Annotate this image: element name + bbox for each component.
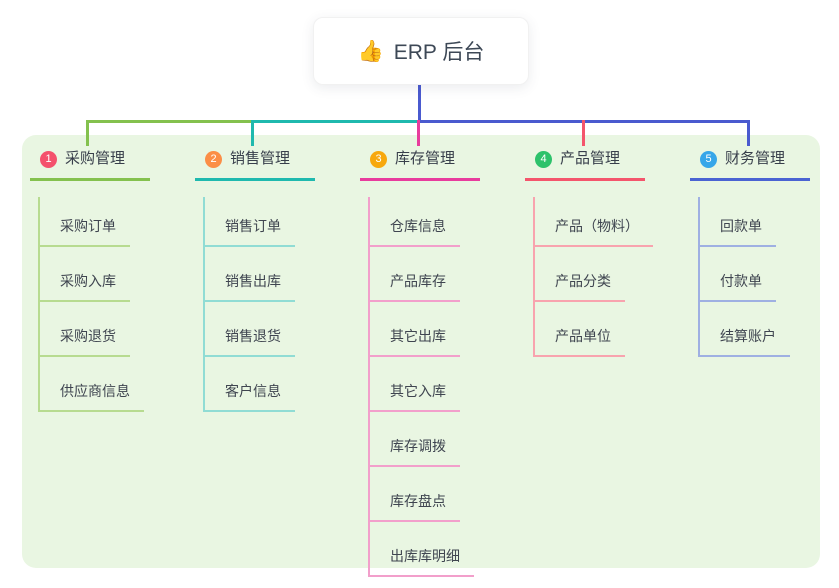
branch-purchase-children: 采购订单 采购入库 采购退货 供应商信息 <box>38 197 144 412</box>
topic-other-inbound[interactable]: 其它入库 <box>370 357 460 412</box>
branch-inventory-header[interactable]: 3 库存管理 <box>360 148 480 181</box>
topic-outbound-detail[interactable]: 出库库明细 <box>370 522 474 577</box>
branches-background-panel <box>22 135 820 568</box>
root-stem-line <box>418 83 421 120</box>
topic-sales-order[interactable]: 销售订单 <box>205 197 295 247</box>
branch-product-children: 产品（物料） 产品分类 产品单位 <box>533 197 653 357</box>
topic-sales-outbound[interactable]: 销售出库 <box>205 247 295 302</box>
topic-purchase-inbound[interactable]: 采购入库 <box>40 247 130 302</box>
topic-receipt-bill[interactable]: 回款单 <box>700 197 776 247</box>
topic-product-category[interactable]: 产品分类 <box>535 247 625 302</box>
branch-sales-label: 销售管理 <box>230 150 291 167</box>
badge-3-icon: 3 <box>370 150 387 168</box>
drop-line-sales <box>251 120 254 146</box>
topic-stock-taking[interactable]: 库存盘点 <box>370 467 460 522</box>
badge-5-icon: 5 <box>700 150 717 168</box>
topic-warehouse-info[interactable]: 仓库信息 <box>370 197 460 247</box>
branch-sales-header[interactable]: 2 销售管理 <box>195 148 315 181</box>
topic-purchase-return[interactable]: 采购退货 <box>40 302 130 357</box>
topic-settlement-account[interactable]: 结算账户 <box>700 302 790 357</box>
drop-line-product <box>582 120 585 146</box>
branch-finance: 5 财务管理 回款单 付款单 结算账户 <box>690 148 810 373</box>
branch-product-header[interactable]: 4 产品管理 <box>525 148 645 181</box>
topic-stock-transfer[interactable]: 库存调拨 <box>370 412 460 467</box>
branch-inventory-label: 库存管理 <box>395 150 456 167</box>
branch-finance-label: 财务管理 <box>725 150 786 167</box>
branch-product: 4 产品管理 产品（物料） 产品分类 产品单位 <box>525 148 653 373</box>
badge-1-icon: 1 <box>40 150 57 168</box>
branch-sales: 2 销售管理 销售订单 销售出库 销售退货 客户信息 <box>195 148 315 428</box>
badge-4-icon: 4 <box>535 150 552 168</box>
branch-product-label: 产品管理 <box>560 150 621 167</box>
bus-line-green <box>87 120 253 123</box>
branch-purchase-label: 采购管理 <box>65 150 126 167</box>
bus-line-teal <box>253 120 418 123</box>
branch-finance-children: 回款单 付款单 结算账户 <box>698 197 790 357</box>
topic-customer-info[interactable]: 客户信息 <box>205 357 295 412</box>
topic-other-outbound[interactable]: 其它出库 <box>370 302 460 357</box>
topic-supplier-info[interactable]: 供应商信息 <box>40 357 144 412</box>
topic-purchase-order[interactable]: 采购订单 <box>40 197 130 247</box>
branch-purchase-header[interactable]: 1 采购管理 <box>30 148 150 181</box>
branch-inventory-children: 仓库信息 产品库存 其它出库 其它入库 库存调拨 库存盘点 出库库明细 <box>368 197 474 577</box>
drop-line-purchase <box>86 120 89 146</box>
root-topic-label: ERP 后台 <box>393 41 485 64</box>
topic-product-material[interactable]: 产品（物料） <box>535 197 653 247</box>
topic-payment-bill[interactable]: 付款单 <box>700 247 776 302</box>
thumbs-up-icon: 👍 <box>357 39 384 63</box>
topic-product-stock[interactable]: 产品库存 <box>370 247 460 302</box>
branch-finance-header[interactable]: 5 财务管理 <box>690 148 810 181</box>
badge-2-icon: 2 <box>205 150 222 168</box>
drop-line-inventory <box>417 120 420 146</box>
branch-sales-children: 销售订单 销售出库 销售退货 客户信息 <box>203 197 295 412</box>
root-topic[interactable]: 👍 ERP 后台 <box>313 17 529 85</box>
drop-line-finance <box>747 120 750 146</box>
branch-inventory: 3 库存管理 仓库信息 产品库存 其它出库 其它入库 库存调拨 库存盘点 出库库… <box>360 148 480 588</box>
branch-purchase: 1 采购管理 采购订单 采购入库 采购退货 供应商信息 <box>30 148 150 428</box>
topic-product-unit[interactable]: 产品单位 <box>535 302 625 357</box>
topic-sales-return[interactable]: 销售退货 <box>205 302 295 357</box>
